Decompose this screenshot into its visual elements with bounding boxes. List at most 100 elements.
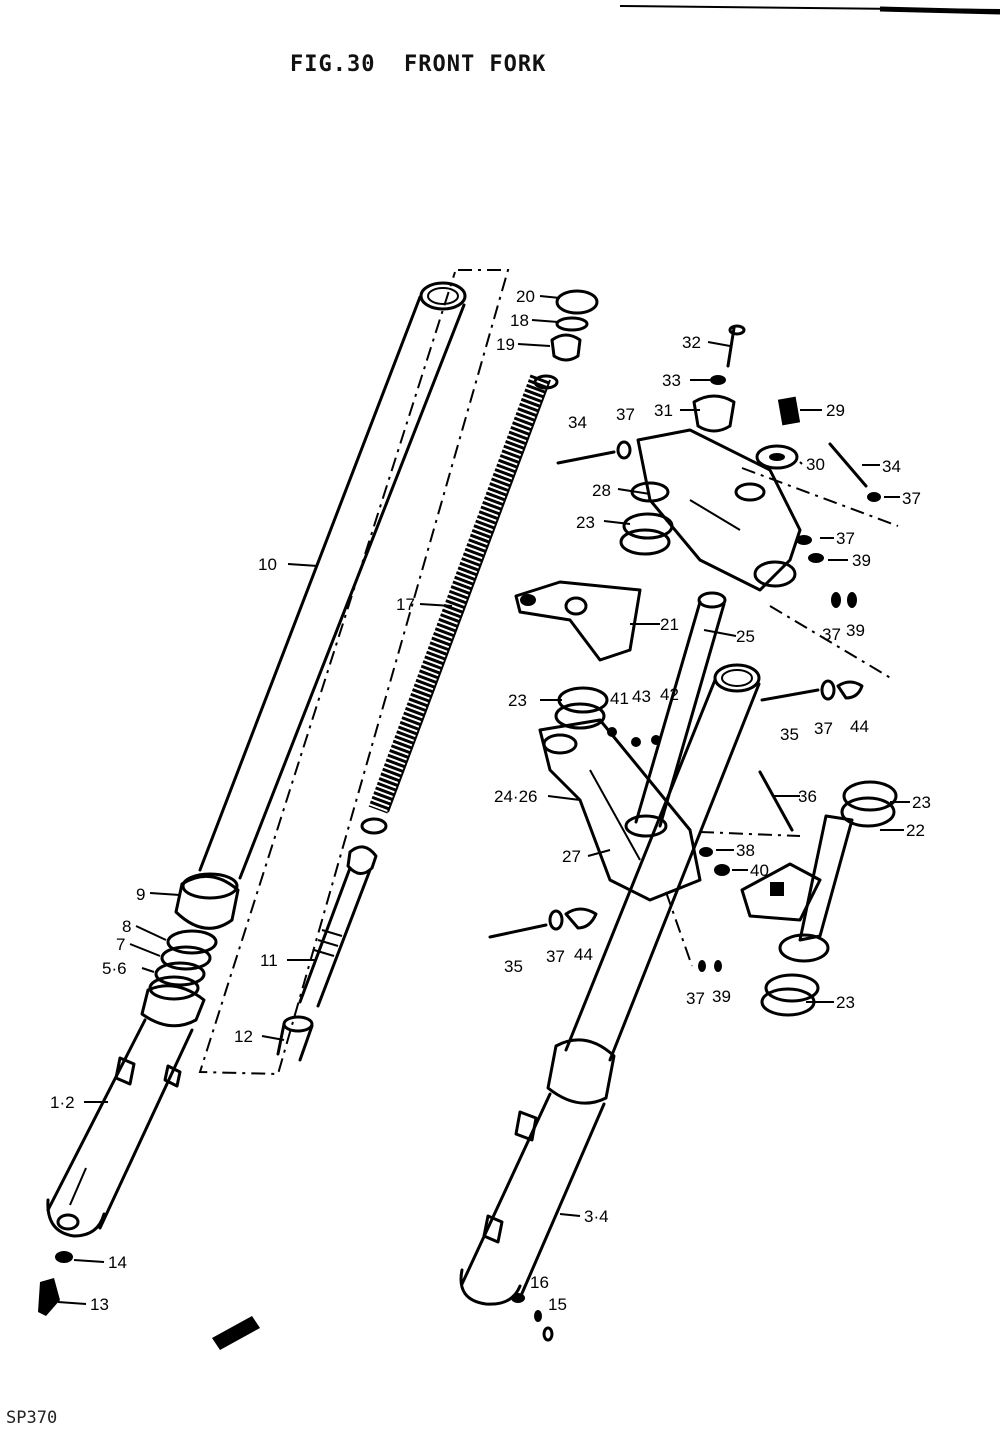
callout-37-side: 37 bbox=[822, 625, 841, 644]
callout-28: 28 bbox=[592, 481, 611, 500]
callout-35-upper: 35 bbox=[780, 725, 799, 744]
bolt-34-left bbox=[556, 450, 616, 465]
washer-43 bbox=[631, 737, 641, 747]
callout-18: 18 bbox=[510, 311, 529, 330]
callout-37-mid: 37 bbox=[836, 529, 855, 548]
nut-39-lower bbox=[714, 960, 722, 972]
bolt-35-upper bbox=[760, 688, 820, 702]
callout-20: 20 bbox=[516, 287, 535, 306]
cap-bolt bbox=[555, 289, 599, 315]
damper-rod bbox=[298, 845, 378, 1008]
callout-37-upper-right: 37 bbox=[814, 719, 833, 738]
callout-23-b: 23 bbox=[508, 691, 527, 710]
nut-39-side bbox=[847, 592, 857, 608]
cap-washer-19 bbox=[550, 333, 582, 362]
oil-lock-piece bbox=[276, 1015, 314, 1062]
clamp-31 bbox=[692, 394, 736, 433]
callout-34-left: 34 bbox=[568, 413, 587, 432]
callout-10: 10 bbox=[258, 555, 277, 574]
washer-16 bbox=[542, 1326, 554, 1342]
callout-1-2: 1·2 bbox=[50, 1093, 75, 1112]
callout-8: 8 bbox=[122, 917, 131, 936]
callout-24-26: 24·26 bbox=[494, 787, 537, 806]
callout-37-right: 37 bbox=[902, 489, 921, 508]
callout-9: 9 bbox=[136, 885, 145, 904]
align-line-2 bbox=[769, 605, 895, 681]
lower-bracket bbox=[538, 718, 702, 902]
callout-37-lower: 37 bbox=[546, 947, 565, 966]
bearing-23-upper bbox=[622, 512, 674, 540]
drain-bolt-13 bbox=[38, 1278, 60, 1316]
headlight-bracket-21 bbox=[514, 580, 642, 662]
align-line-4 bbox=[665, 891, 693, 967]
left-inner-tube bbox=[198, 281, 467, 880]
washer-37-upper bbox=[796, 535, 812, 545]
figure-title: FIG.30 FRONT FORK bbox=[290, 52, 547, 77]
callout-14: 14 bbox=[108, 1253, 127, 1272]
callout-39-mid: 39 bbox=[852, 551, 871, 570]
callout-3-4: 3·4 bbox=[584, 1207, 609, 1226]
washer-37-side bbox=[831, 592, 841, 608]
callout-23-c: 23 bbox=[912, 793, 931, 812]
stem-nut-29 bbox=[777, 396, 801, 426]
nut-39-upper bbox=[808, 553, 824, 563]
callout-35-lower: 35 bbox=[504, 957, 523, 976]
callout-32: 32 bbox=[682, 333, 701, 352]
bolt-36 bbox=[758, 770, 794, 832]
fork-bracket-22 bbox=[740, 780, 898, 963]
inner-parts-group-box bbox=[198, 269, 510, 1076]
callout-12: 12 bbox=[234, 1027, 253, 1046]
bolt-34-right bbox=[828, 442, 868, 488]
bolt-42 bbox=[651, 735, 661, 745]
callout-30: 30 bbox=[806, 455, 825, 474]
callout-27: 27 bbox=[562, 847, 581, 866]
callout-16: 16 bbox=[530, 1273, 549, 1292]
washer-40 bbox=[714, 864, 730, 876]
spring-seat-ring bbox=[360, 817, 388, 835]
align-line-1 bbox=[741, 467, 899, 527]
right-outer-tube bbox=[459, 1038, 616, 1306]
bearing-23-bottom bbox=[764, 973, 820, 1003]
callout-15: 15 bbox=[548, 1295, 567, 1314]
callout-31: 31 bbox=[654, 401, 673, 420]
steering-stem-25 bbox=[634, 591, 727, 828]
callout-19: 19 bbox=[496, 335, 515, 354]
washer-44-lower bbox=[564, 907, 598, 930]
callout-23-d: 23 bbox=[836, 993, 855, 1012]
callout-23-a: 23 bbox=[576, 513, 595, 532]
top-border-thick bbox=[879, 6, 1000, 15]
leader-lines bbox=[57, 295, 910, 1305]
direction-arrow-icon bbox=[212, 1316, 260, 1350]
nut-38 bbox=[699, 847, 713, 857]
callout-41: 41 bbox=[610, 689, 629, 708]
callout-43: 43 bbox=[632, 687, 651, 706]
callout-29: 29 bbox=[826, 401, 845, 420]
bolt-35-lower bbox=[488, 923, 548, 939]
callout-40: 40 bbox=[750, 861, 769, 880]
nut-41 bbox=[607, 727, 617, 737]
callout-25: 25 bbox=[736, 627, 755, 646]
screw-15 bbox=[534, 1310, 542, 1322]
callout-39-side: 39 bbox=[846, 621, 865, 640]
callout-17: 17 bbox=[396, 595, 415, 614]
callout-34-right: 34 bbox=[882, 457, 901, 476]
fork-spring bbox=[368, 374, 559, 814]
left-outer-tube bbox=[46, 984, 206, 1238]
callout-44-upper: 44 bbox=[850, 717, 869, 736]
callout-39-bottom: 39 bbox=[712, 987, 731, 1006]
callout-44-lower: 44 bbox=[574, 945, 593, 964]
figure-code: SP370 bbox=[6, 1408, 58, 1428]
callout-37-top: 37 bbox=[616, 405, 635, 424]
o-ring-18 bbox=[555, 316, 589, 332]
callout-21: 21 bbox=[660, 615, 679, 634]
callout-42: 42 bbox=[660, 685, 679, 704]
callout-13: 13 bbox=[90, 1295, 109, 1314]
callout-38: 38 bbox=[736, 841, 755, 860]
washer-33 bbox=[710, 375, 726, 385]
callout-37-bottom: 37 bbox=[686, 989, 705, 1008]
washer-44-upper bbox=[836, 680, 864, 700]
right-inner-tube bbox=[564, 663, 761, 1062]
callout-7: 7 bbox=[116, 935, 125, 954]
